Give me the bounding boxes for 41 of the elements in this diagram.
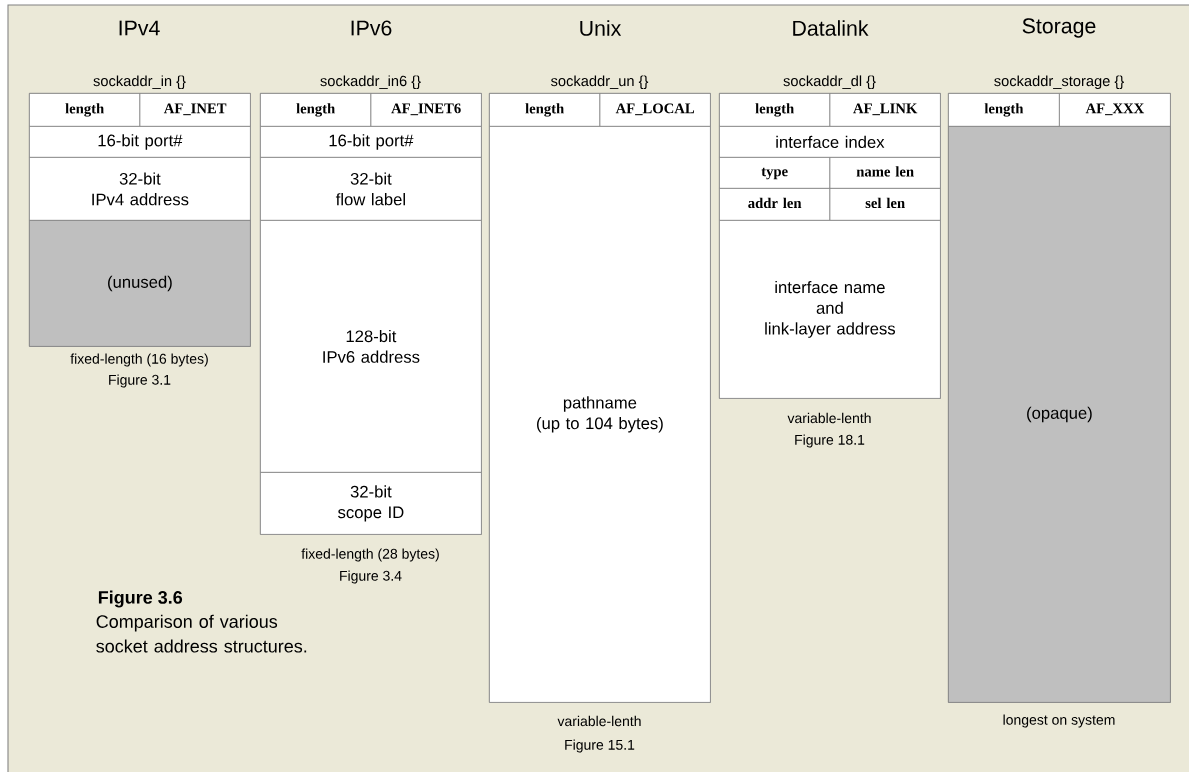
column-heading: Storage [1022, 18, 1096, 38]
field-cell: name len [829, 157, 941, 189]
figure-note: longest on system [1003, 714, 1115, 728]
field-cell: AF_INET [139, 93, 251, 127]
field-cell: AF_XXX [1059, 93, 1171, 127]
figure-title: Figure 3.6 [98, 590, 183, 608]
field-cell: length [29, 93, 141, 127]
field-cell: length [489, 93, 601, 127]
struct-name: sockaddr_dl {} [783, 75, 876, 90]
figure-note: fixed-length (28 bytes) [301, 548, 439, 562]
figure-note: Figure 3.1 [109, 374, 171, 388]
field-cell: AF_LOCAL [599, 93, 711, 127]
figure-note: Figure 15.1 [565, 739, 635, 753]
figure-note: variable-lenth [557, 715, 641, 727]
field-cell: AF_INET6 [370, 93, 482, 127]
field-cell: 16-bit port# [29, 126, 251, 158]
field-cell: length [719, 93, 831, 127]
figure-note: Figure 3.4 [340, 570, 402, 584]
struct-name: sockaddr_in6 {} [320, 75, 421, 90]
column-heading: Datalink [793, 20, 869, 36]
figure-note: variable-lenth [787, 412, 871, 424]
field-cell: 16-bit port# [260, 126, 482, 158]
field-cell: sel len [829, 188, 941, 221]
column-heading: Unix [580, 20, 622, 36]
struct-name: sockaddr_storage {} [994, 75, 1124, 90]
column-heading: IPv4 [119, 20, 160, 36]
field-cell: addr len [719, 188, 831, 221]
field-cell: type [719, 157, 831, 189]
figure-caption: Comparison of various socket address structures. [96, 614, 307, 653]
field-cell: AF_LINK [829, 93, 941, 127]
field-cell: (opaque) [948, 126, 1171, 703]
figure-note: Figure 18.1 [795, 434, 865, 448]
column-heading: IPv6 [351, 20, 392, 36]
struct-name: sockaddr_in {} [93, 75, 186, 90]
field-cell: 32-bit scope ID [260, 472, 482, 535]
field-cell: length [260, 93, 372, 127]
field-cell: interface index [719, 126, 941, 158]
figure-note: fixed-length (16 bytes) [70, 353, 208, 367]
struct-name: sockaddr_un {} [551, 75, 649, 90]
field-cell: (unused) [29, 220, 251, 347]
field-cell: length [948, 93, 1060, 127]
